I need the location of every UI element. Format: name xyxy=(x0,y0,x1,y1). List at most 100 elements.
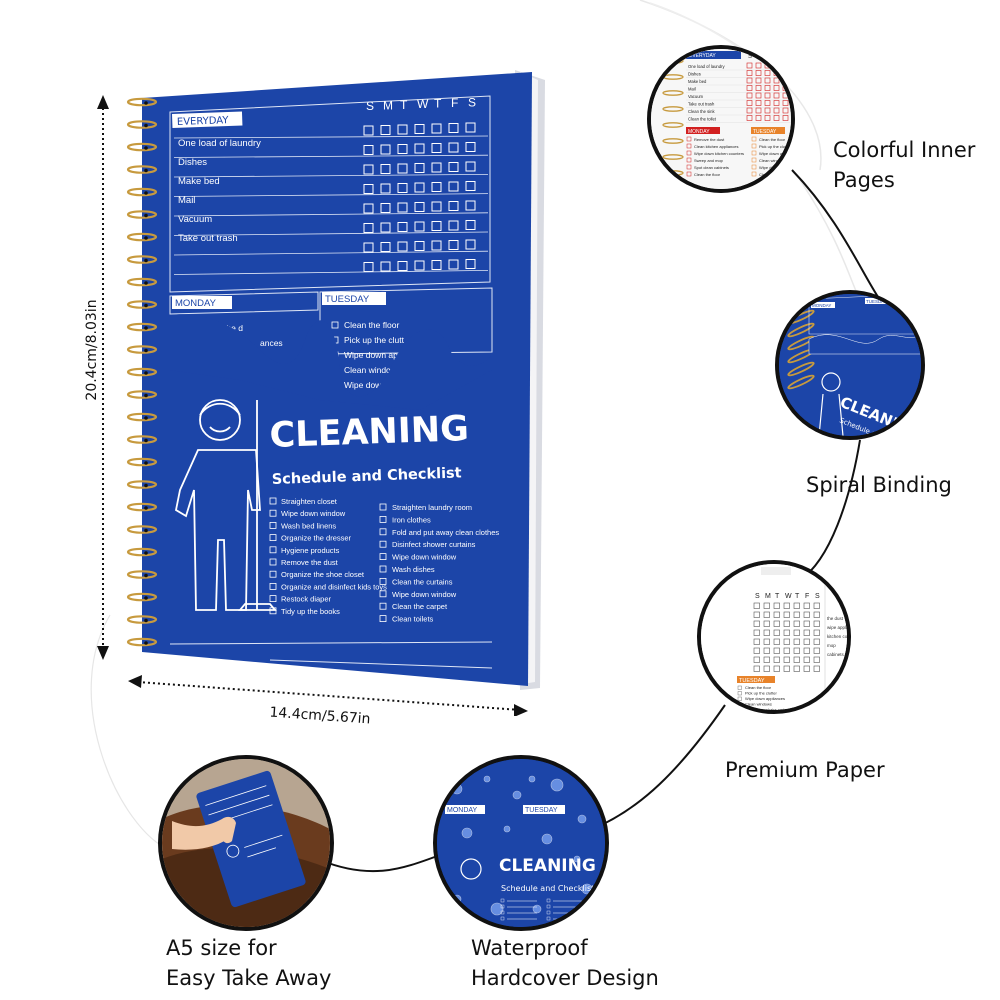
water-droplet xyxy=(461,827,473,839)
tuesday-task: Pick up the clutt xyxy=(344,335,405,345)
paper-checkbox xyxy=(753,638,760,645)
spiral-ring xyxy=(126,232,158,242)
spiral-ring xyxy=(126,435,158,444)
inner-tuesday-task: Clean windows xyxy=(759,158,786,163)
paper-checkbox xyxy=(793,611,800,618)
everyday-checkbox xyxy=(380,242,391,252)
paper-checkbox xyxy=(753,647,760,654)
weekday-label: T xyxy=(434,97,442,111)
tuesday-header: TUESDAY xyxy=(325,294,370,305)
spiral-ring xyxy=(126,480,158,489)
everyday-checkbox xyxy=(380,261,391,272)
spiral-ring xyxy=(126,345,158,354)
inner-checkbox xyxy=(746,107,753,114)
spiral-hole xyxy=(144,101,148,105)
everyday-checkbox xyxy=(448,201,459,211)
spiral-hole xyxy=(144,483,148,488)
inner-everyday-header: EVERYDAY xyxy=(689,53,716,59)
inner-checkbox xyxy=(764,92,771,99)
paper-checkbox xyxy=(783,629,790,636)
premium-tuesday-header: TUESDAY xyxy=(739,678,765,684)
hardcover-tuesday-header: TUESDAY xyxy=(525,807,558,814)
inner-monday-header: MONDAY xyxy=(688,129,710,135)
spiral-zoom: MONDAY TUESDAY CLEANING Schedule and Che… xyxy=(779,294,921,436)
water-droplet xyxy=(550,778,564,792)
monday-task-fragment: ances xyxy=(260,338,283,348)
weekday-label: W xyxy=(417,97,429,111)
everyday-task: One load of laundry xyxy=(178,138,261,149)
everyday-checkbox xyxy=(448,181,459,192)
everyday-checkbox xyxy=(414,143,425,154)
checklist-item: Straighten laundry room xyxy=(392,503,472,512)
cover-subtitle: Schedule and Checklist xyxy=(272,465,462,488)
paper-checkbox xyxy=(753,665,760,672)
inner-spiral-ring xyxy=(662,138,684,144)
everyday-checkbox xyxy=(431,182,442,192)
paper-weekday: T xyxy=(775,593,780,600)
paper-checkbox xyxy=(753,629,760,636)
paper-checkbox xyxy=(773,629,780,636)
inner-checkbox xyxy=(782,115,789,121)
height-arrow xyxy=(97,95,109,660)
everyday-checkbox xyxy=(397,222,408,232)
tuesday-task: Clean window xyxy=(344,365,398,375)
everyday-checkbox xyxy=(380,222,391,233)
paper-checkbox xyxy=(813,611,820,618)
weekday-label: T xyxy=(400,98,408,112)
checklist-checkbox xyxy=(379,565,387,573)
everyday-checkbox xyxy=(448,259,459,270)
water-droplet xyxy=(451,783,463,795)
checklist-item: Clean the curtains xyxy=(392,577,453,586)
everyday-checkbox xyxy=(380,144,391,155)
everyday-checkbox xyxy=(465,122,476,133)
inner-checkbox xyxy=(764,115,771,121)
inner-spiral-ring xyxy=(662,106,684,112)
paper-weekday: S xyxy=(755,593,760,600)
spiral-hole xyxy=(144,416,148,420)
everyday-checkbox xyxy=(363,164,374,175)
checklist-item: Restock diaper xyxy=(281,595,332,604)
hardcover-monday-header: MONDAY xyxy=(447,807,478,814)
spiral-ring xyxy=(126,592,158,602)
tuesday-task: Clean the floor xyxy=(344,320,399,330)
weekday-label: F xyxy=(451,96,458,110)
inner-checkbox xyxy=(755,62,762,69)
everyday-checkbox xyxy=(414,163,425,173)
inner-checkbox xyxy=(755,107,762,114)
water-droplet xyxy=(528,775,536,783)
everyday-checkbox xyxy=(363,262,374,272)
paper-tuesday-task: Clean the floor xyxy=(745,685,772,690)
water-droplet xyxy=(577,814,587,824)
checklist-checkbox xyxy=(269,595,277,602)
paper-checkbox xyxy=(793,647,800,654)
paper-checkbox xyxy=(763,620,770,627)
everyday-checkbox xyxy=(397,183,408,193)
paper-checkbox xyxy=(803,656,810,663)
paper-checkbox xyxy=(753,602,760,609)
paper-checkbox xyxy=(813,620,820,627)
spiral-ring xyxy=(126,637,158,647)
checklist-checkbox xyxy=(269,558,277,566)
waterproof-zoom: MONDAY TUESDAY CLEANING Schedule and Che… xyxy=(437,759,605,927)
paper-checkbox xyxy=(783,620,790,627)
everyday-checkbox xyxy=(414,202,425,212)
paper-weekday: T xyxy=(795,593,800,600)
paper-checkbox xyxy=(793,638,800,645)
inner-checkbox xyxy=(746,100,753,106)
feature-label-inner-pages: Colorful Inner Pages xyxy=(833,138,976,192)
everyday-checkbox xyxy=(363,223,374,233)
checklist-item: Straighten closet xyxy=(281,497,338,506)
inner-monday-task: Clean the floor xyxy=(694,172,721,177)
everyday-checkbox xyxy=(397,124,408,135)
paper-checkbox xyxy=(783,638,790,645)
inner-checkbox xyxy=(755,92,762,99)
paper-checkbox xyxy=(813,629,820,636)
water-droplet xyxy=(512,790,522,800)
row-divider xyxy=(173,231,489,236)
inner-monday-task: Remove the dust xyxy=(694,137,725,142)
spiral-ring xyxy=(126,255,158,264)
spiral-detail-ring xyxy=(787,374,815,390)
